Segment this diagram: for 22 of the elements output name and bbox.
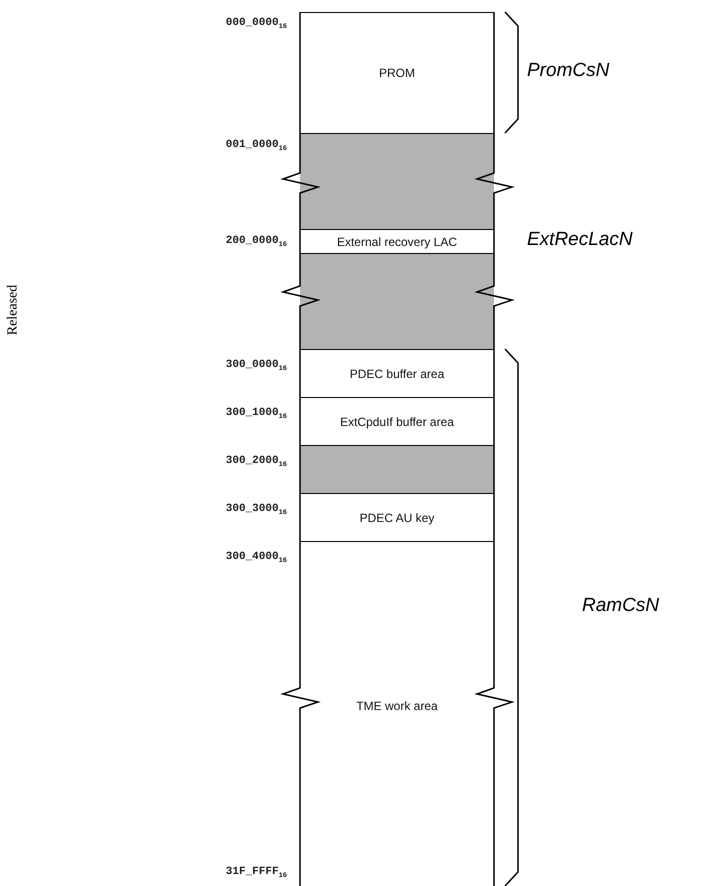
address-label: 300_1000$_{16}$ [226, 407, 287, 422]
reserved-memory-block [300, 445, 494, 494]
region-label: External recovery LAC [336, 234, 458, 248]
region-label: PDEC buffer area [350, 366, 444, 380]
reserved-memory-block [300, 253, 494, 350]
address-label: 000_0000$_{16}$ [226, 17, 287, 32]
region-label: PROM [379, 66, 415, 80]
address-label: 001_0000$_{16}$ [226, 139, 287, 154]
region-label: TME work area [356, 699, 438, 713]
address-label: 300_0000$_{16}$ [226, 359, 287, 374]
reserved-memory-block [300, 133, 494, 230]
status-label: Released [5, 284, 22, 336]
chip-select-label: RamCsN [582, 595, 660, 617]
chip-select-label: ExtRecLacN [527, 229, 633, 251]
chip-select-label: PromCsN [527, 60, 610, 82]
address-label: 300_3000$_{16}$ [226, 503, 287, 518]
address-label: 300_4000$_{16}$ [226, 551, 287, 566]
address-label: 200_0000$_{16}$ [226, 235, 287, 250]
region-label: PDEC AU key [360, 510, 434, 524]
region-label: ExtCpduIf buffer area [340, 414, 454, 428]
address-label: 31F_FFFF$_{16}$ [226, 866, 287, 880]
address-label: 300_2000$_{16}$ [226, 455, 287, 470]
